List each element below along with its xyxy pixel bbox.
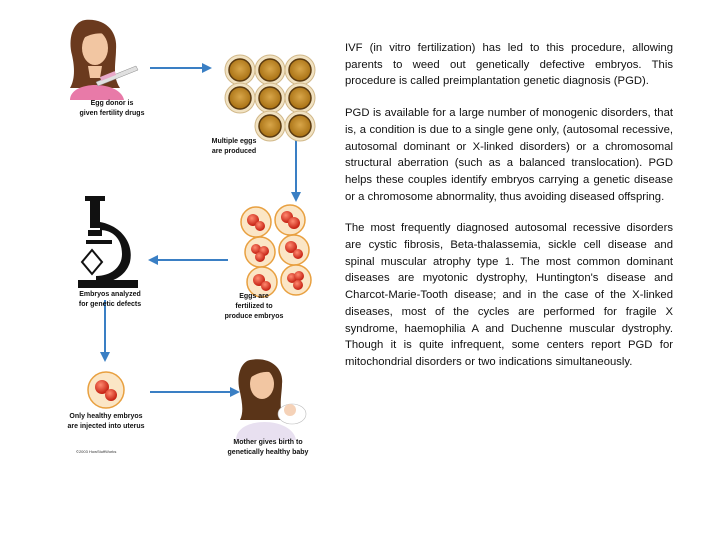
label-mother: Mother gives birth to <box>233 439 302 446</box>
pgd-process-diagram: Egg donor is given fertility drugs Multi… <box>67 19 316 456</box>
description-text: IVF (in vitro fertilization) has led to … <box>345 40 673 386</box>
healthy-embryo <box>87 371 125 409</box>
paragraph-ivf: IVF (in vitro fertilization) has led to … <box>345 42 673 88</box>
egg <box>224 82 256 114</box>
label-multiple-eggs-line2: are produced <box>212 148 256 155</box>
embryo <box>246 266 278 298</box>
multiple-eggs-cluster <box>224 54 316 142</box>
flow-arrows <box>100 63 301 397</box>
egg <box>224 54 256 86</box>
egg <box>254 54 286 86</box>
label-eggs-fertilized-line2: fertilized to <box>235 303 272 310</box>
egg <box>284 54 316 86</box>
fertilized-embryos-cluster <box>240 204 312 298</box>
label-eggs-fertilized-line3: produce embryos <box>225 313 284 320</box>
label-egg-donor: Egg donor is <box>91 100 134 107</box>
label-eggs-fertilized: Eggs are <box>239 293 269 300</box>
label-multiple-eggs: Multiple eggs <box>212 138 257 145</box>
label-embryos-analyzed: Embryos analyzed <box>79 291 140 298</box>
embryo <box>274 204 306 236</box>
egg <box>254 82 286 114</box>
copyright-text: ©2003 HowStuffWorks <box>76 449 116 454</box>
label-egg-donor-line2: given fertility drugs <box>80 110 145 117</box>
label-healthy-embryos-line2: are injected into uterus <box>67 423 144 430</box>
label-healthy-embryos: Only healthy embryos <box>69 413 142 420</box>
paragraph-pgd-availability: PGD is available for a large number of m… <box>345 107 673 203</box>
egg-donor-woman-illustration <box>70 19 139 100</box>
egg <box>254 110 286 142</box>
embryo <box>278 234 310 266</box>
label-mother-line2: genetically healthy baby <box>228 449 309 456</box>
label-embryos-analyzed-line2: for genetic defects <box>79 301 141 308</box>
microscope-icon <box>78 196 138 288</box>
egg <box>284 110 316 142</box>
mother-with-baby-illustration <box>236 359 307 440</box>
embryo <box>280 264 312 296</box>
paragraph-diagnosed-disorders: The most frequently diagnosed autosomal … <box>345 222 673 368</box>
embryo <box>240 206 272 238</box>
embryo <box>244 236 276 268</box>
egg <box>284 82 316 114</box>
